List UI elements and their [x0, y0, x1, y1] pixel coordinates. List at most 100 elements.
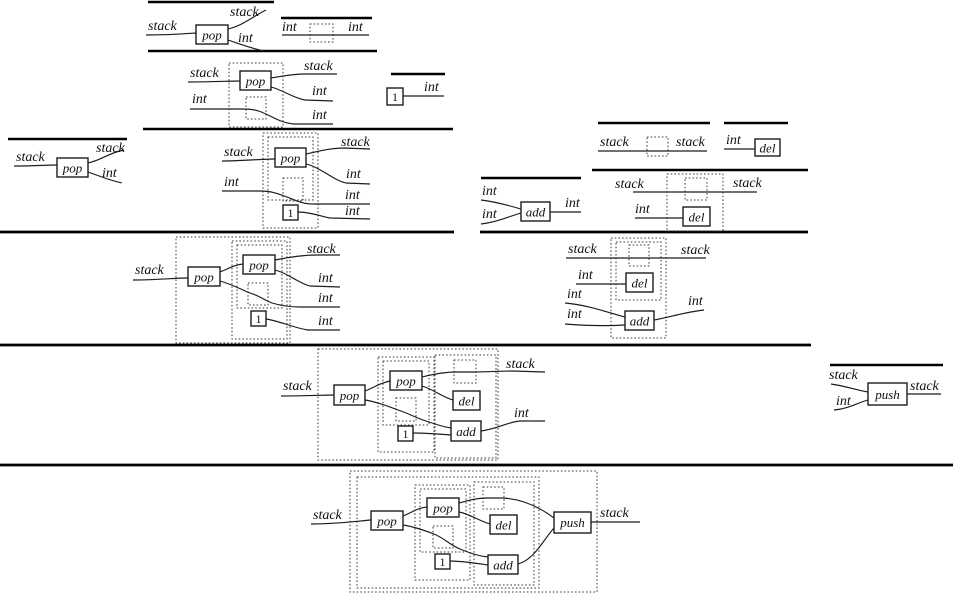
dashed-frame [615, 241, 662, 301]
wire-label-stack: stack [313, 508, 343, 523]
box-label-push: push [874, 387, 900, 402]
pop-box [370, 510, 404, 531]
inference-bars [0, 0, 953, 467]
wire-label-stack: stack [600, 135, 630, 150]
wire [280, 394, 335, 397]
dashed-frame [236, 244, 283, 309]
dashed-frame [317, 348, 499, 461]
dashed-frame [646, 136, 669, 157]
dashed-frame [175, 236, 291, 344]
add-box [624, 310, 655, 331]
dashed-frame [628, 244, 650, 267]
wire [190, 108, 333, 125]
wire-label-stack: stack [829, 368, 859, 383]
wire-label-int: int [102, 166, 118, 181]
diagram-pop-pop-one: pop pop 1 stack stack int int int [132, 236, 341, 344]
rule-push-axiom: push stack int stack [829, 368, 941, 411]
del-box [754, 138, 781, 157]
dashed-frame [377, 356, 435, 453]
box-label-pop: pop [245, 74, 266, 89]
box-label-one: 1 [256, 312, 262, 326]
wire [305, 163, 371, 185]
box-label-del: del [689, 210, 705, 225]
pop-box [56, 157, 89, 178]
dashed-frame [262, 132, 319, 229]
one-box [250, 310, 267, 327]
wire-label-int: int [345, 188, 361, 203]
wire [402, 506, 428, 517]
wire [222, 190, 370, 205]
box-label-add: add [456, 424, 476, 439]
wire [421, 370, 546, 378]
push-box [553, 511, 592, 534]
wire-label-int: int [282, 20, 298, 35]
wire [145, 32, 197, 36]
wire [274, 269, 341, 288]
wire-label-int: int [318, 291, 334, 306]
dashed-frame [245, 96, 267, 120]
diagram-id-del-add: del add stack stack int int int int [564, 237, 711, 339]
add-box [450, 420, 482, 442]
wire [227, 39, 265, 52]
wire-label-stack: stack [148, 19, 178, 34]
wire [227, 9, 267, 30]
wire-label-int: int [565, 196, 581, 211]
box-label-pop: pop [193, 270, 214, 285]
wire-label-stack: stack [307, 242, 337, 257]
box-label-del: del [496, 518, 512, 533]
wire [480, 212, 522, 225]
pop-box [195, 24, 229, 45]
wire [219, 263, 244, 273]
del-box [489, 514, 518, 535]
box-label-pop: pop [339, 388, 360, 403]
wire-label-int: int [514, 406, 530, 421]
wire [480, 420, 545, 432]
wire [265, 318, 340, 331]
wire-label-stack: stack [615, 177, 645, 192]
box-label-one: 1 [288, 206, 294, 220]
dashed-frame [414, 484, 471, 581]
wire [458, 497, 555, 519]
wire [132, 277, 189, 281]
wire-label-int: int [318, 271, 334, 286]
pop-box [239, 70, 272, 91]
wire-label-int: int [238, 31, 254, 46]
wire-label-int: int [482, 184, 498, 199]
wire-label-stack: stack [304, 59, 334, 74]
wire-label-stack: stack [676, 135, 706, 150]
add-box [487, 554, 519, 575]
dashed-frame [473, 481, 535, 586]
wire-label-stack: stack [506, 357, 536, 372]
wire [310, 519, 372, 525]
pop-box [187, 266, 221, 287]
dashed-frame [432, 525, 454, 549]
wire-label-stack: stack [96, 141, 126, 156]
wire-label-int: int [726, 133, 742, 148]
dashed-frame [395, 397, 417, 422]
wire [402, 524, 489, 558]
wire [412, 432, 452, 436]
one-box [434, 553, 451, 570]
wire-label-stack: stack [230, 5, 260, 20]
rule-stack-identity: stack stack [598, 135, 707, 157]
diagram-pop-id-one: pop 1 stack stack int int int int [221, 132, 371, 229]
wire-label-stack: stack [16, 150, 46, 165]
wire-label-stack: stack [600, 506, 630, 521]
wire-label-int: int [482, 207, 498, 222]
box-label-one: 1 [403, 427, 409, 441]
wire-label-int: int [318, 314, 334, 329]
wire [830, 383, 869, 393]
dashed-frame [231, 240, 288, 340]
dashed-frame [228, 62, 284, 128]
wire-label-stack: stack [135, 263, 165, 278]
wire-label-int: int [635, 202, 651, 217]
wire-label-int: int [578, 268, 594, 283]
box-label-add: add [630, 314, 650, 329]
wire-label-stack: stack [341, 135, 371, 150]
box-label-pop: pop [280, 151, 301, 166]
box-label-pop: pop [201, 28, 222, 43]
diagram-id-tensor-del: del stack stack int [615, 173, 763, 232]
wire-label-stack: stack [190, 66, 220, 81]
dashed-frame [356, 476, 540, 589]
